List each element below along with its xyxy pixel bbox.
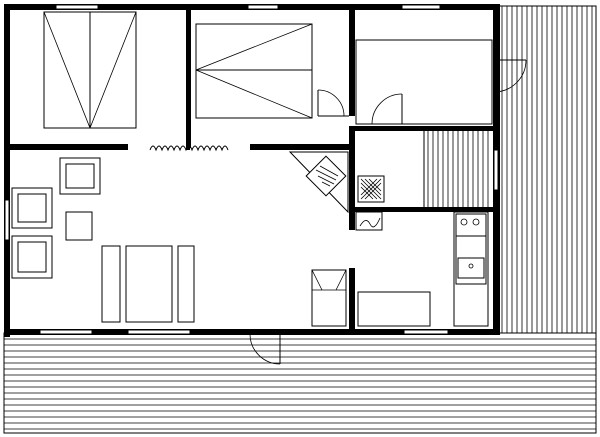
stove (455, 213, 487, 237)
curtain-icon (149, 145, 229, 152)
sauna-stove-icon (357, 175, 385, 203)
dining-table (125, 245, 173, 323)
door-swing-icon (317, 89, 349, 117)
bedroom-right (355, 39, 527, 125)
bench-left (101, 245, 121, 323)
armchair-left-lower (11, 235, 53, 279)
fridge (311, 269, 347, 327)
bottom-terrace (3, 332, 597, 434)
kitchen-unit (453, 211, 489, 327)
bed-single-left (43, 11, 137, 129)
armchair-left-upper (11, 187, 53, 229)
sauna (357, 131, 489, 207)
fireplace-icon (288, 151, 349, 214)
bedroom-middle (195, 23, 349, 119)
shower (355, 211, 383, 231)
door-swing-icon (371, 93, 403, 125)
windows (4, 4, 499, 335)
armchair-top (59, 157, 101, 195)
bench-right (177, 245, 195, 323)
kitchen (357, 211, 489, 327)
door-swing-icon (493, 59, 527, 93)
door-swing-icon (249, 333, 281, 365)
right-terrace (497, 5, 597, 334)
bed-right (355, 39, 493, 125)
dining-set (101, 245, 195, 323)
side-table (65, 211, 93, 241)
kitchen-counter (357, 291, 431, 327)
bedroom-left (43, 11, 137, 129)
living-room (11, 157, 347, 365)
bed-double (195, 23, 313, 119)
